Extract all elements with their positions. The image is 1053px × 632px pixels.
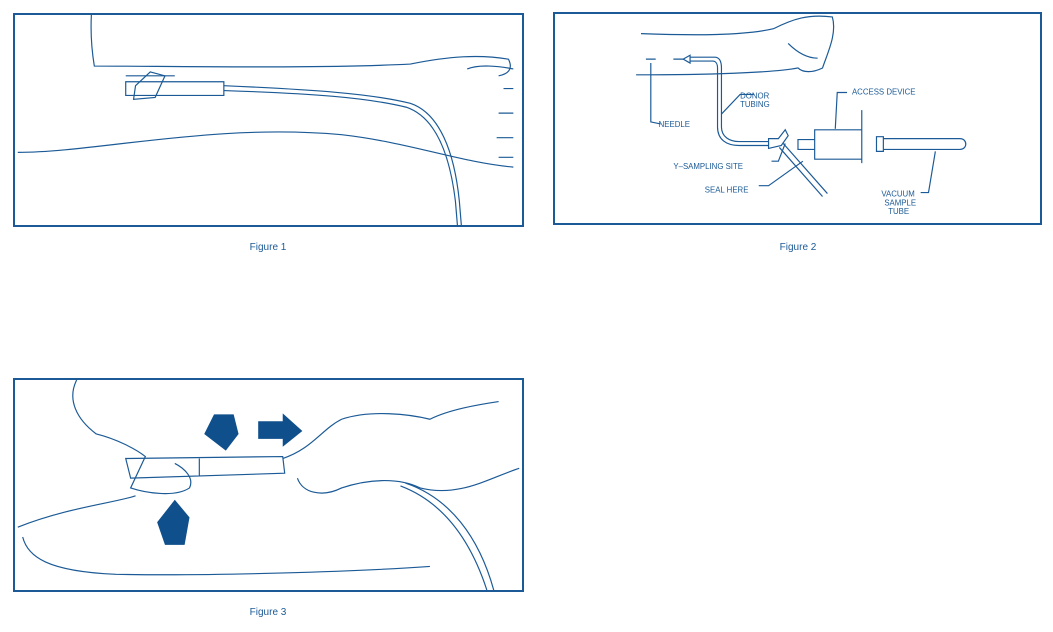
label-vacuum-3: TUBE bbox=[888, 207, 909, 216]
arrow-up-icon bbox=[157, 499, 190, 545]
arrow-right-icon bbox=[258, 413, 303, 447]
arrow-down-icon bbox=[204, 414, 239, 451]
label-vacuum-1: VACUUM bbox=[881, 190, 914, 199]
label-needle: NEEDLE bbox=[659, 120, 690, 129]
label-y-sampling-site: Y–SAMPLING SITE bbox=[673, 162, 743, 171]
label-vacuum-2: SAMPLE bbox=[884, 198, 916, 207]
label-donor-tubing-2: TUBING bbox=[740, 100, 770, 109]
figure-3 bbox=[13, 378, 524, 592]
figure-3-caption: Figure 3 bbox=[249, 607, 287, 618]
label-seal-here: SEAL HERE bbox=[705, 186, 749, 195]
hands-separating-device-illustration bbox=[17, 380, 520, 590]
label-donor-tubing-1: DONOR bbox=[740, 91, 769, 100]
figure-2: NEEDLE DONOR TUBING ACCESS DEVICE Y–SAMP… bbox=[553, 12, 1042, 225]
figure-2-caption: Figure 2 bbox=[779, 242, 817, 253]
sampling-diagram: NEEDLE DONOR TUBING ACCESS DEVICE Y–SAMP… bbox=[636, 15, 967, 216]
arm-needle-illustration bbox=[17, 15, 514, 225]
figure-1 bbox=[13, 13, 524, 227]
label-access-device: ACCESS DEVICE bbox=[852, 87, 916, 96]
figure-1-caption: Figure 1 bbox=[249, 242, 287, 253]
